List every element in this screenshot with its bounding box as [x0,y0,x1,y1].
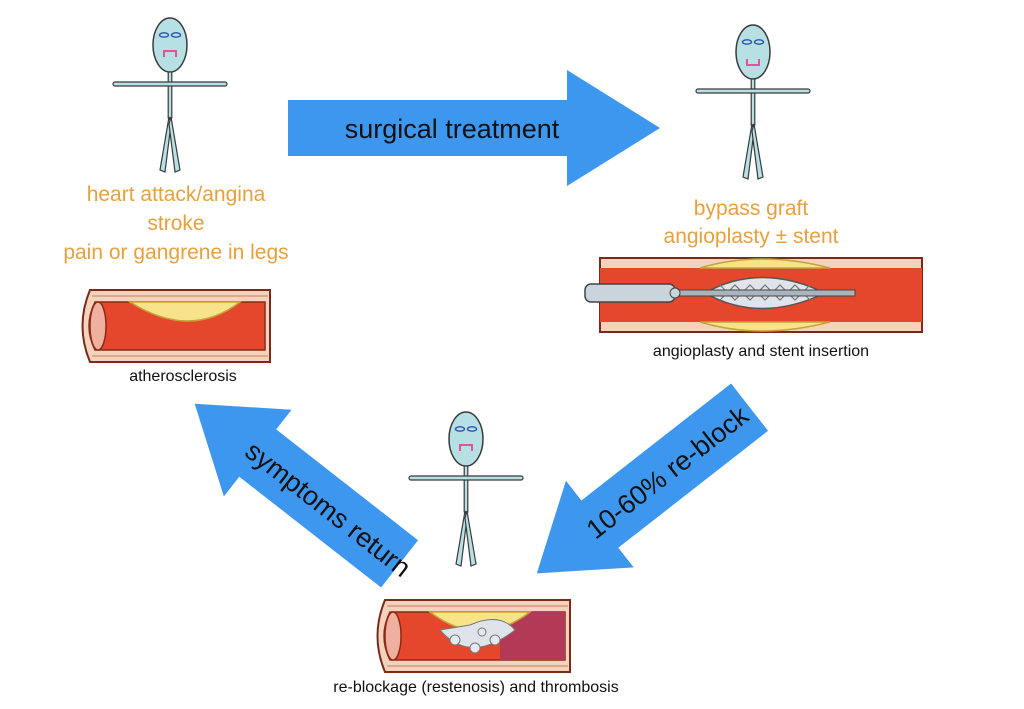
label-bypass-graft: bypass graft [694,197,809,220]
angioplasty-vessel-icon: angioplasty and stent insertion [584,257,923,360]
symptoms-return-label: symptoms return [240,436,417,583]
sad-figure-top-left [112,17,228,173]
symptoms-return-arrow: symptoms return [194,403,419,588]
caption-atherosclerosis: atherosclerosis [129,368,237,385]
treatment-label-group: bypass graft angioplasty ± stent [664,197,839,248]
atherosclerosis-vessel-icon: atherosclerosis [81,289,271,385]
happy-figure-top-right [695,24,811,180]
reblock-arrow: 10-60% re-block [536,383,769,574]
label-gangrene: pain or gangrene in legs [63,241,288,264]
label-angioplasty: angioplasty ± stent [664,225,839,248]
symptoms-label-group: heart attack/angina stroke pain or gangr… [63,183,288,264]
label-stroke: stroke [147,212,204,235]
reblock-label: 10-60% re-block [581,400,755,545]
restenosis-vessel-icon: re-blockage (restenosis) and thrombosis [333,599,619,696]
label-heart-attack: heart attack/angina [87,183,266,206]
surgical-treatment-label: surgical treatment [345,114,560,144]
caption-restenosis: re-blockage (restenosis) and thrombosis [333,679,618,696]
sad-figure-bottom [408,411,524,567]
caption-angioplasty: angioplasty and stent insertion [653,343,869,360]
surgical-treatment-arrow: surgical treatment [288,70,660,186]
